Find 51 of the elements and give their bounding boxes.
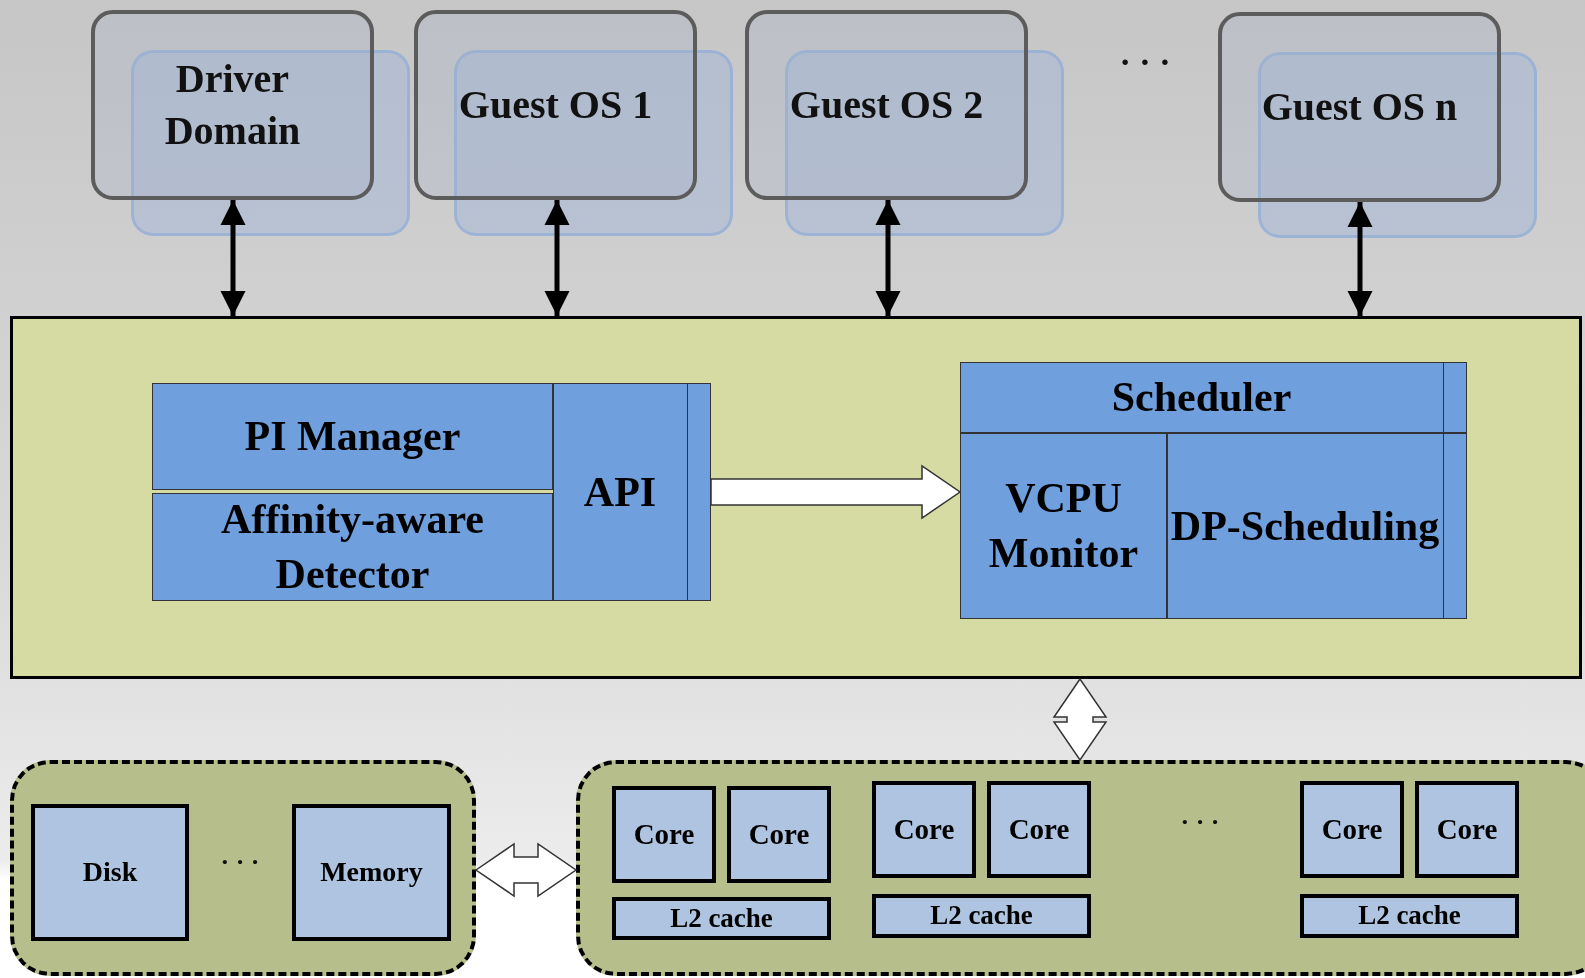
device-box	[292, 804, 451, 941]
node-label: DP-Scheduling	[1170, 501, 1440, 551]
ellipsis-label: · · ·	[219, 846, 261, 878]
module-box	[960, 362, 1467, 433]
node-label: Guest OS 1	[458, 81, 653, 129]
core-box	[727, 786, 831, 883]
module-box	[960, 433, 1167, 619]
node-label: Core	[893, 811, 955, 847]
module-box	[1167, 433, 1467, 619]
core-box	[1300, 781, 1404, 878]
node-label: Core	[1436, 811, 1498, 847]
node-label: Core	[748, 816, 810, 852]
cache-box	[872, 894, 1091, 938]
block-arrow	[710, 464, 962, 520]
block-arrow	[474, 842, 578, 898]
ellipsis-label: · · ·	[1179, 806, 1221, 838]
node-label: Driver Domain	[163, 55, 302, 155]
node-label: Core	[1321, 811, 1383, 847]
node-label: Scheduler	[1111, 373, 1292, 423]
arrow	[875, 200, 901, 316]
hypervisor-panel	[10, 316, 1582, 679]
core-box	[612, 786, 716, 883]
ellipsis-label: · · ·	[1118, 42, 1172, 82]
node-label: PI Manager	[244, 412, 461, 462]
node-label: Disk	[82, 855, 138, 890]
module-box	[152, 383, 553, 490]
node-label: L2 cache	[930, 899, 1033, 933]
module-box	[553, 383, 711, 601]
node-label: Affinity-aware Detector	[220, 495, 485, 599]
node-label: Memory	[320, 855, 423, 890]
core-box	[872, 781, 976, 878]
arrow	[1347, 202, 1373, 316]
node-label: Core	[1008, 811, 1070, 847]
node-label: L2 cache	[1358, 899, 1461, 933]
cache-box	[1300, 894, 1519, 938]
node-label: VCPU Monitor	[987, 474, 1140, 578]
core-box	[987, 781, 1091, 878]
module-box	[152, 493, 553, 601]
block-arrow	[1052, 677, 1108, 762]
node-label: Core	[633, 816, 695, 852]
cache-box	[612, 897, 831, 940]
arrow	[544, 200, 570, 316]
hardware-group	[10, 760, 476, 976]
core-box	[1415, 781, 1519, 878]
node-label: L2 cache	[670, 901, 773, 935]
node-label: API	[583, 467, 657, 517]
arrow	[220, 200, 246, 316]
node-label: Guest OS n	[1261, 83, 1458, 131]
hardware-group	[576, 760, 1585, 976]
node-label: Guest OS 2	[789, 81, 984, 129]
device-box	[31, 804, 189, 941]
